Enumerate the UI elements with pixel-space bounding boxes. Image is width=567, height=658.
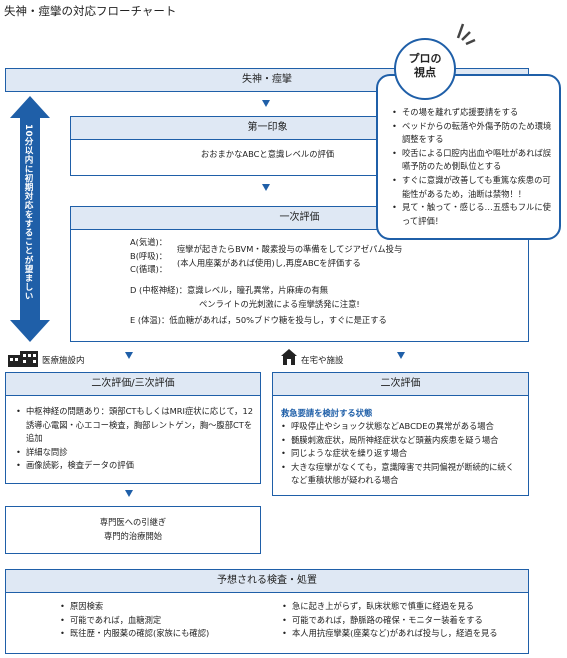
home-eval-title: 二次評価 [273, 373, 528, 396]
pro-badge-line-1: プロの [408, 52, 442, 65]
specialist-box: 専門医への引継ぎ 専門的治療開始 [5, 506, 261, 554]
home-icon [281, 349, 297, 365]
first-impression-title: 第一印象 [71, 117, 464, 140]
expected-right-item: 本人用抗痙攣薬(座薬など)があれば投与し，経過を見る [282, 627, 526, 641]
abc-text-1: 痙攣が起きたらBVM・酸素投与の準備をしてジアゼパム投与 [177, 244, 403, 254]
home-eval-item: 呼吸停止やショック状態などABCDEの異常がある場合 [281, 420, 522, 434]
pro-badge-line-2: 視点 [414, 66, 436, 79]
home-eval-item: 同じような症状を繰り返す場合 [281, 447, 522, 461]
arrow-down-icon [262, 184, 270, 191]
home-location-label: 在宅や施設 [301, 356, 344, 366]
arrow-down-icon [397, 352, 405, 359]
abc-text: 痙攣が起きたらBVM・酸素投与の準備をしてジアゼパム投与 (本人用座薬があれば使… [177, 243, 467, 270]
expected-title: 予想される検査・処置 [6, 570, 528, 593]
home-eval-item: 髄膜刺激症状，局所神経症状など頭蓋内疾患を疑う場合 [281, 434, 522, 448]
hospital-location-label: 医療施設内 [42, 356, 85, 366]
pro-tip: ベッドからの転落や外傷予防のため環境調整をする [392, 120, 557, 147]
time-range-arrow [10, 96, 50, 342]
arrow-down-icon [262, 100, 270, 107]
specialist-line-2: 専門的治療開始 [103, 530, 163, 541]
label-c: C(循環)： [130, 264, 168, 275]
expected-right-item: 可能であれば，静脈路の確保・モニター装着をする [282, 614, 526, 628]
home-eval-list: 呼吸停止やショック状態などABCDEの異常がある場合 髄膜刺激症状，局所神経症状… [281, 420, 522, 488]
hospital-eval-box: 二次評価/三次評価 中枢神経の問題あり：頭部CTもしくはMRI症状に応じて，12… [5, 372, 261, 484]
top-box-label: 失神・痙攣 [242, 74, 292, 85]
page-title: 失神・痙攣の対応フローチャート [4, 4, 177, 18]
hospital-eval-list: 中枢神経の問題あり：頭部CTもしくはMRI症状に応じて，12誘導心電図・心エコー… [16, 405, 254, 473]
expected-right-list: 急に起き上がらず，臥床状態で慎重に経過を見る 可能であれば，静脈路の確保・モニタ… [282, 600, 526, 641]
pro-tip: 咬舌による口腔内出血や嘔吐があれば誤嚥予防のため側臥位とする [392, 147, 557, 174]
label-a: A(気道)： [130, 237, 168, 247]
abc-text-2: (本人用座薬があれば使用)し,再度ABCを評価する [177, 257, 361, 268]
pro-badge-burst [456, 23, 476, 46]
pro-tip: 見て・触って・感じる…五感もフルに使って評価！ [392, 201, 557, 228]
pro-badge: プロの 視点 [394, 38, 456, 100]
d-line: D (中枢神経)：意識レベル，瞳孔異常，片麻痺の有無 [130, 285, 329, 295]
expected-right-item: 急に起き上がらず，臥床状態で慎重に経過を見る [282, 600, 526, 614]
home-eval-box: 二次評価 救急要請を検討する状態 呼吸停止やショック状態などABCDEの異常があ… [272, 372, 529, 496]
expected-left-item: 既往歴・内服薬の確認(家族にも確認) [60, 627, 270, 641]
hospital-icon [8, 351, 38, 367]
home-eval-item: 大きな痙攣がなくても，意識障害で共同偏視が断続的に続くなど重積状態が疑われる場合 [281, 461, 522, 488]
pro-tips-list: その場を離れず応援要請をする ベッドからの転落や外傷予防のため環境調整をする 咬… [392, 106, 557, 228]
arrow-down-icon [125, 352, 133, 359]
first-impression-box: 第一印象 おおまかなABCと意識レベルの評価 [70, 116, 465, 176]
expected-left-item: 原因検索 [60, 600, 270, 614]
abc-labels: A(気道)： B(呼吸)： C(循環)： [130, 236, 180, 277]
hospital-eval-item: 中枢神経の問題あり：頭部CTもしくはMRI症状に応じて，12誘導心電図・心エコー… [16, 405, 254, 446]
arrow-down-icon [125, 490, 133, 497]
d-line-2: ペンライトの光刺激による痙攣誘発に注意! [199, 299, 360, 309]
label-b: B(呼吸)： [130, 250, 168, 261]
hospital-eval-item: 画像読影，検査データの評価 [16, 459, 254, 473]
expected-box: 予想される検査・処置 原因検索 可能であれば，血糖測定 既往歴・内服薬の確認(家… [5, 569, 529, 654]
hospital-eval-title: 二次評価/三次評価 [6, 373, 260, 396]
pro-tip: すぐに意識が改善しても重篤な疾患の可能性があるため，油断は禁物！！ [392, 174, 557, 201]
pro-tip: その場を離れず応援要請をする [392, 106, 557, 120]
expected-left-list: 原因検索 可能であれば，血糖測定 既往歴・内服薬の確認(家族にも確認) [60, 600, 270, 641]
side-note: 10分以内に初期対応をすることが望ましい [23, 124, 33, 301]
hospital-eval-item: 詳細な問診 [16, 446, 254, 460]
home-eval-subhead: 救急要請を検討する状態 [281, 408, 373, 418]
e-line: E (体温)：低血糖があれば，50%ブドウ糖を投与し，すぐに是正する [130, 315, 387, 325]
first-impression-body: おおまかなABCと意識レベルの評価 [200, 149, 335, 159]
specialist-line-1: 専門医への引継ぎ [99, 517, 167, 527]
pro-tips-box: その場を離れず応援要請をする ベッドからの転落や外傷予防のため環境調整をする 咬… [376, 74, 561, 240]
expected-left-item: 可能であれば，血糖測定 [60, 614, 270, 628]
